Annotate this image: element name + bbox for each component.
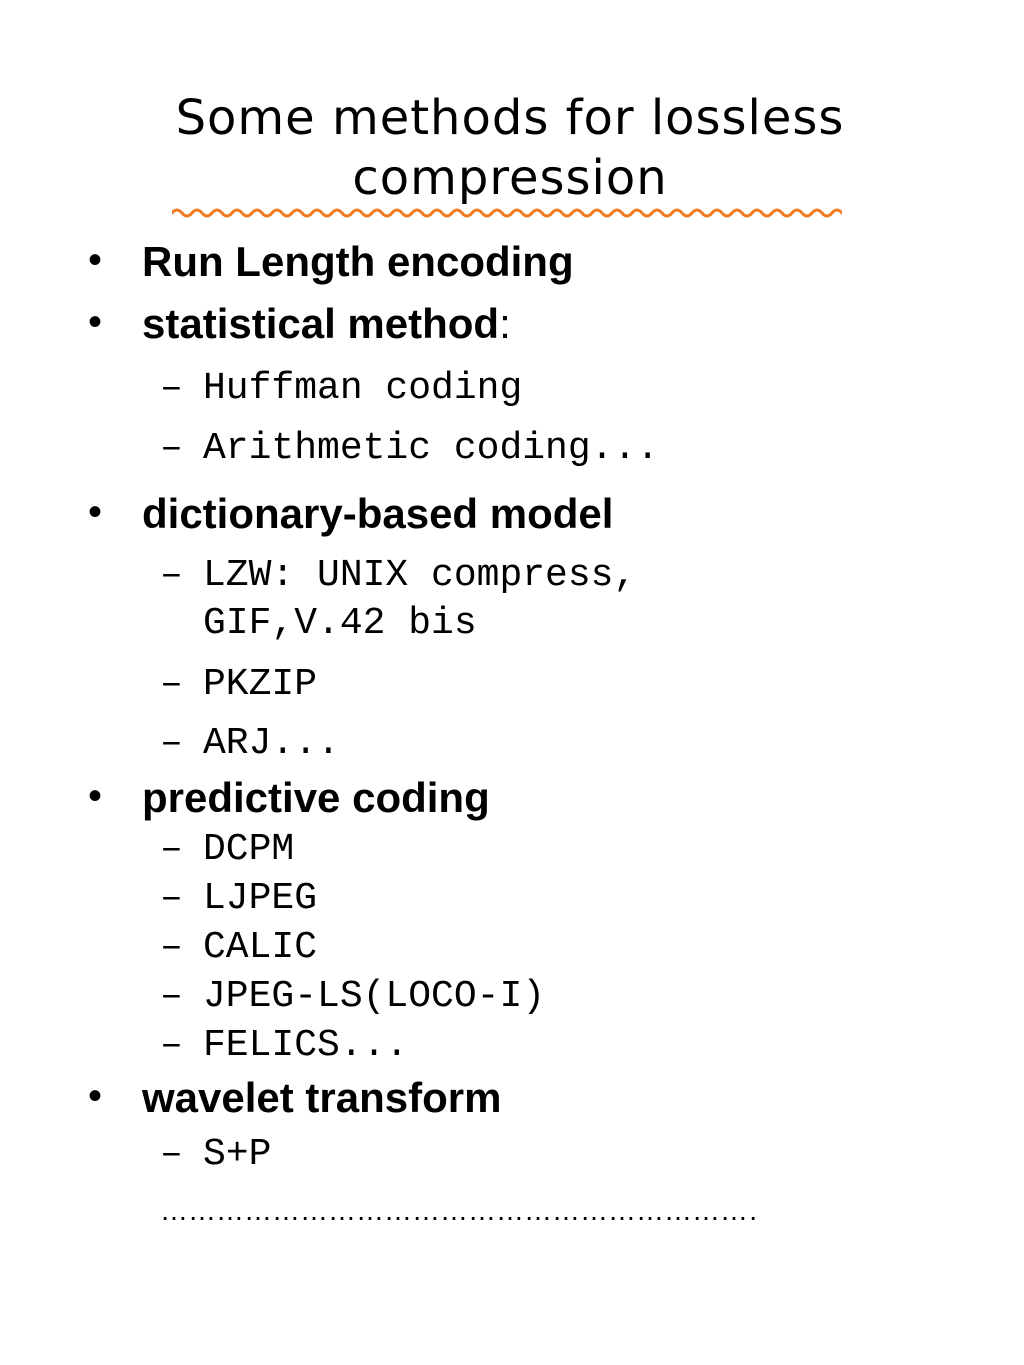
sub-item-lzw: LZW: UNIX compress, — [203, 554, 637, 597]
title-line-2: compression — [352, 150, 668, 206]
sub-item-huffman-coding: Huffman coding — [203, 367, 523, 410]
list-item-predictive-coding: predictive coding — [142, 774, 490, 821]
dash-icon: – — [160, 1133, 183, 1176]
slide-title: Some methods for lossless compression — [100, 88, 920, 208]
sub-item-dcpm: DCPM — [203, 828, 295, 871]
trailing-ellipsis: …………………………………………………………… — [160, 1196, 758, 1226]
sub-item-lzw-continuation: GIF,V.42 bis — [203, 602, 477, 645]
sub-item-pkzip: PKZIP — [203, 663, 318, 706]
dash-icon: – — [160, 427, 183, 470]
sub-item-calic: CALIC — [203, 926, 318, 969]
bullet-icon: • — [88, 1074, 103, 1118]
dash-icon: – — [160, 877, 183, 920]
bullet-icon: • — [88, 238, 103, 282]
list-item-colon: : — [499, 300, 511, 347]
bullet-icon: • — [88, 774, 103, 818]
sub-item-ljpeg: LJPEG — [203, 877, 318, 920]
dash-icon: – — [160, 554, 183, 597]
dash-icon: – — [160, 828, 183, 871]
dash-icon: – — [160, 367, 183, 410]
dash-icon: – — [160, 975, 183, 1018]
list-item-statistical-method: statistical method: — [142, 300, 511, 348]
sub-item-arithmetic-coding: Arithmetic coding... — [203, 427, 660, 470]
bullet-icon: • — [88, 490, 103, 534]
list-item-dictionary-based-model: dictionary-based model — [142, 490, 614, 537]
dash-icon: – — [160, 663, 183, 706]
title-line-1: Some methods for lossless — [175, 90, 845, 146]
sub-item-felics: FELICS... — [203, 1024, 409, 1067]
sub-item-arj: ARJ... — [203, 722, 340, 765]
list-item-label: statistical method — [142, 300, 500, 347]
sub-item-jpeg-ls: JPEG-LS(LOCO-I) — [203, 975, 546, 1018]
list-item-run-length-encoding: Run Length encoding — [142, 238, 574, 285]
dash-icon: – — [160, 1024, 183, 1067]
bullet-icon: • — [88, 300, 103, 344]
dash-icon: – — [160, 722, 183, 765]
list-item-wavelet-transform: wavelet transform — [142, 1074, 502, 1121]
dash-icon: – — [160, 926, 183, 969]
title-underline-squiggle — [172, 208, 842, 218]
sub-item-s-plus-p: S+P — [203, 1133, 272, 1176]
